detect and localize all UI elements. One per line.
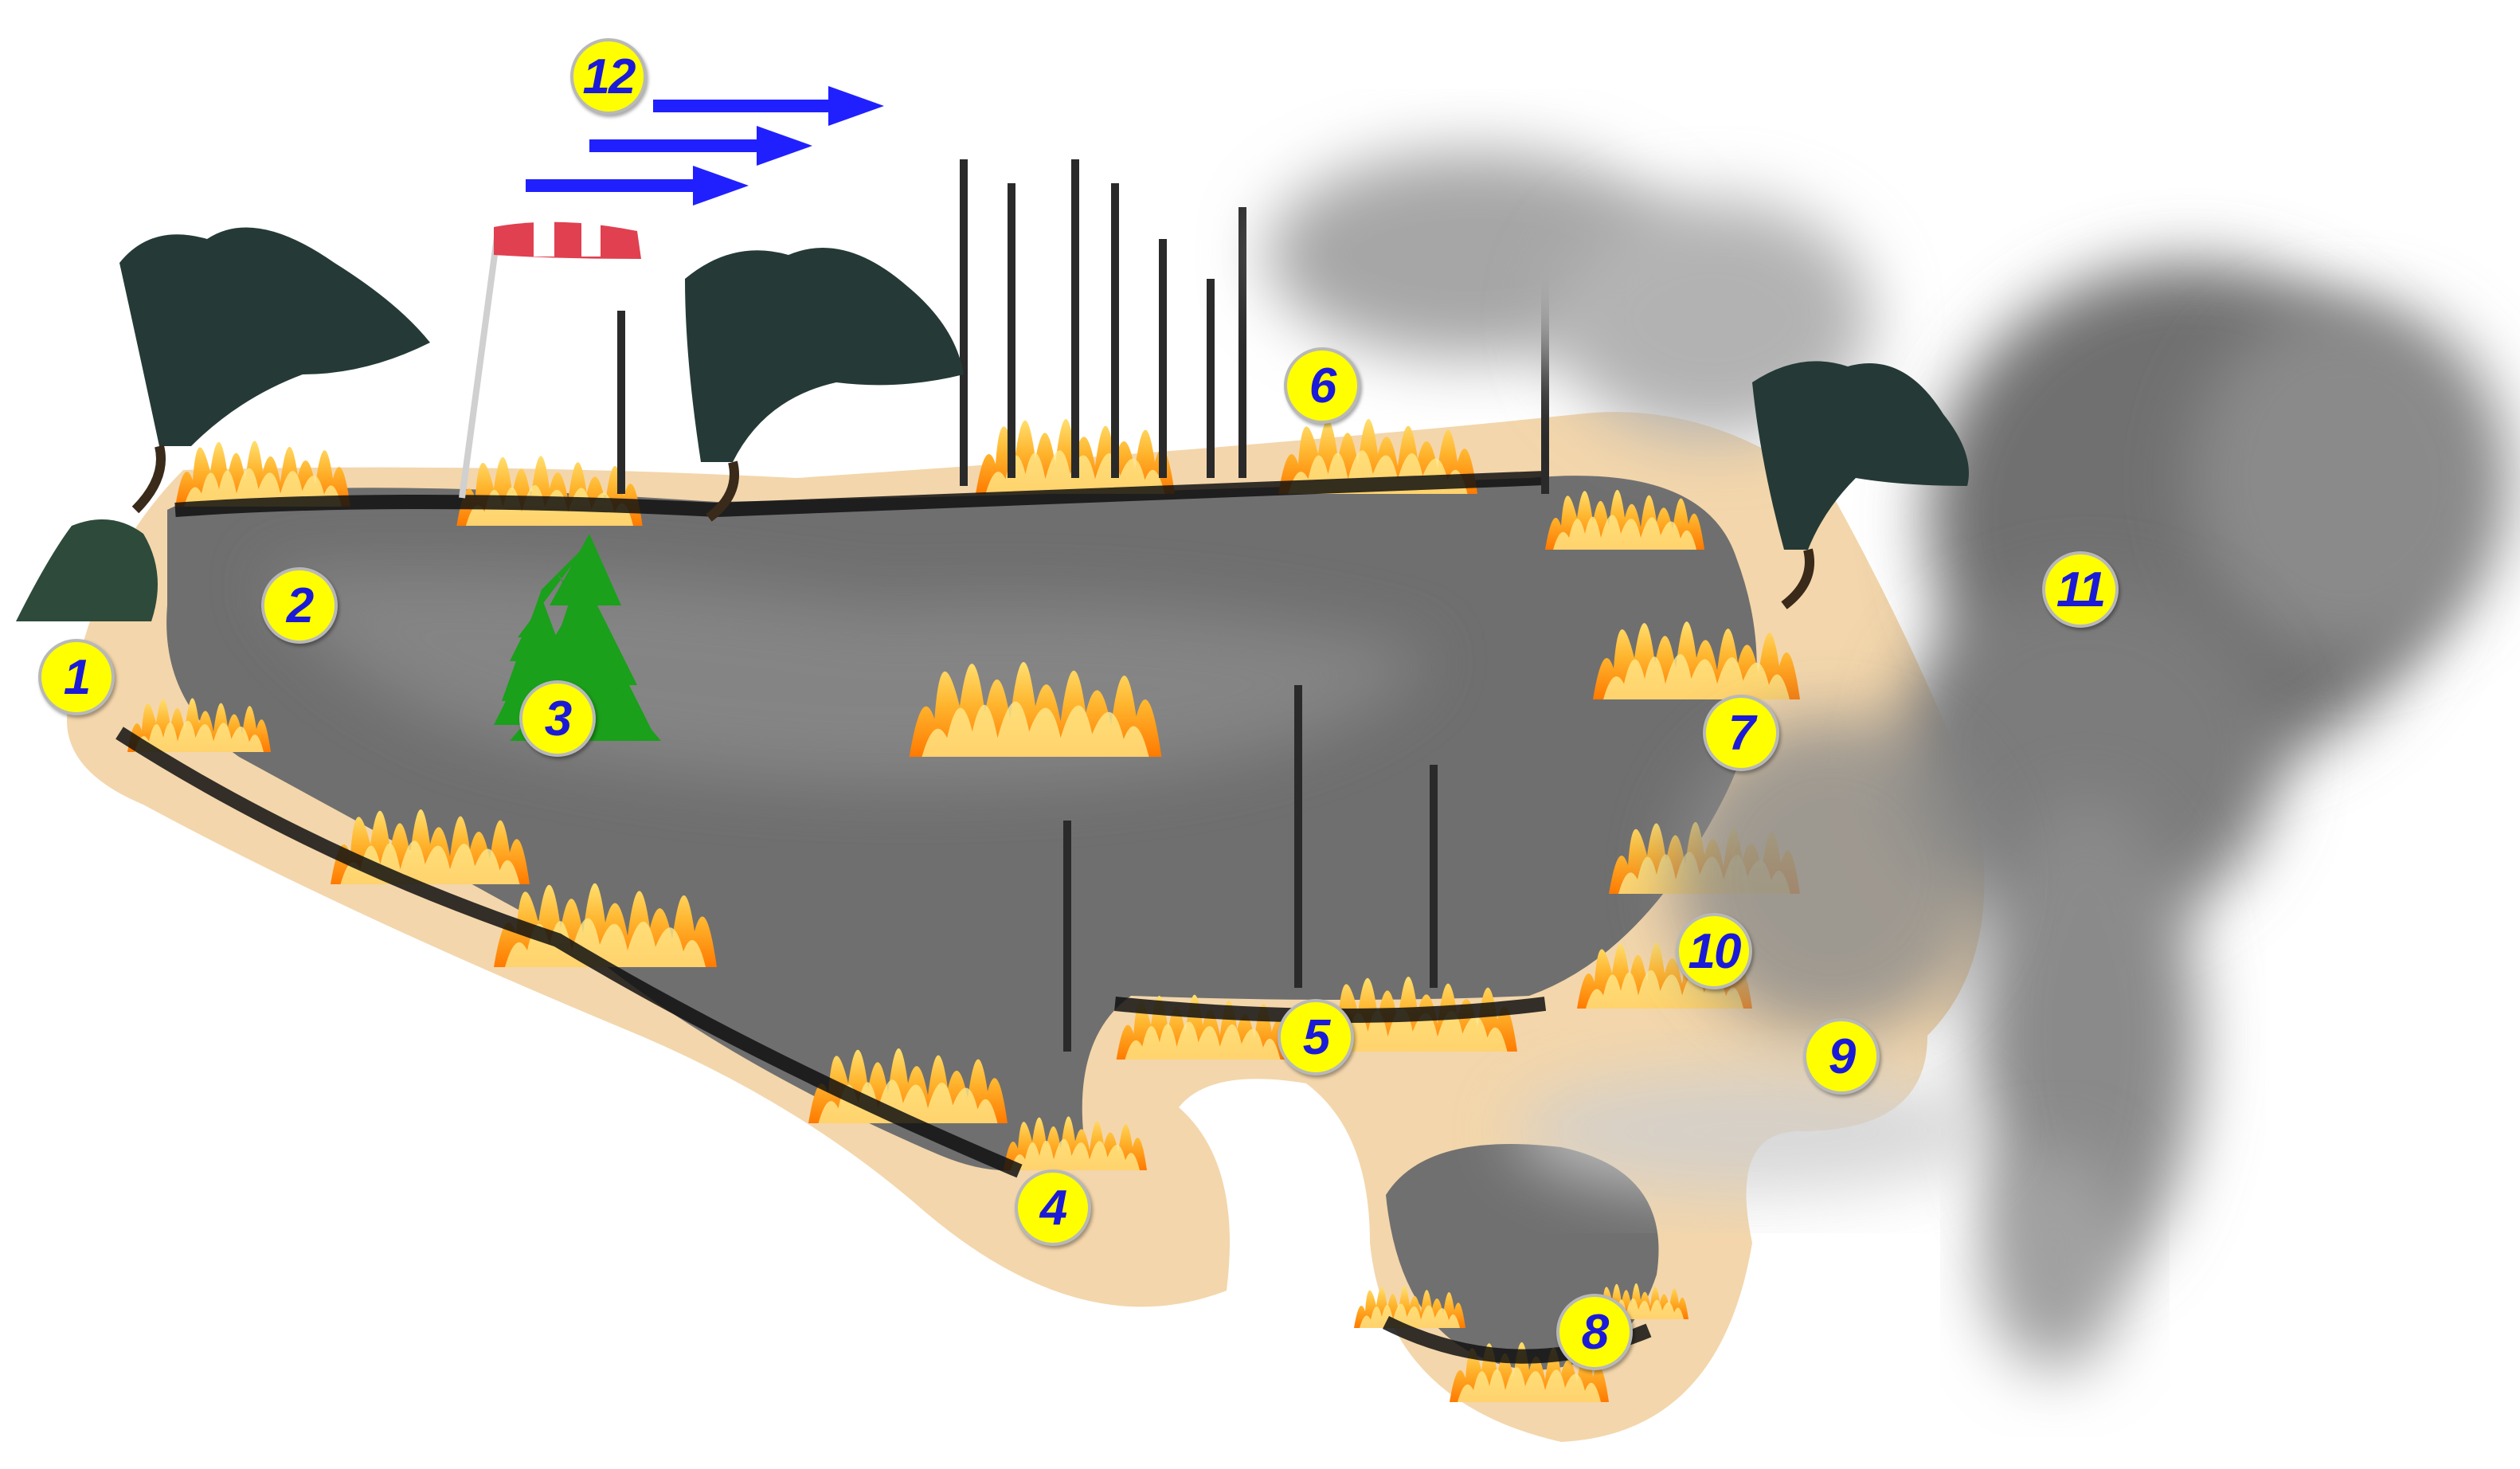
marker-11: 11 [2042,551,2119,628]
windsock-icon [459,221,641,499]
marker-9: 9 [1803,1018,1880,1095]
tree-trunks [131,445,1814,609]
wind-arrow-icon [526,86,884,206]
marker-1: 1 [38,639,115,715]
marker-2: 2 [261,567,338,644]
marker-8: 8 [1556,1294,1633,1370]
marker-7: 7 [1703,695,1779,771]
dead-tree-icon [617,159,1549,1052]
marker-3: 3 [519,680,596,757]
marker-4: 4 [1015,1169,1091,1246]
marker-6: 6 [1284,347,1360,424]
marker-12: 12 [570,38,647,115]
marker-10: 10 [1676,913,1752,989]
marker-5: 5 [1278,999,1354,1075]
tree-icon [16,227,1969,621]
